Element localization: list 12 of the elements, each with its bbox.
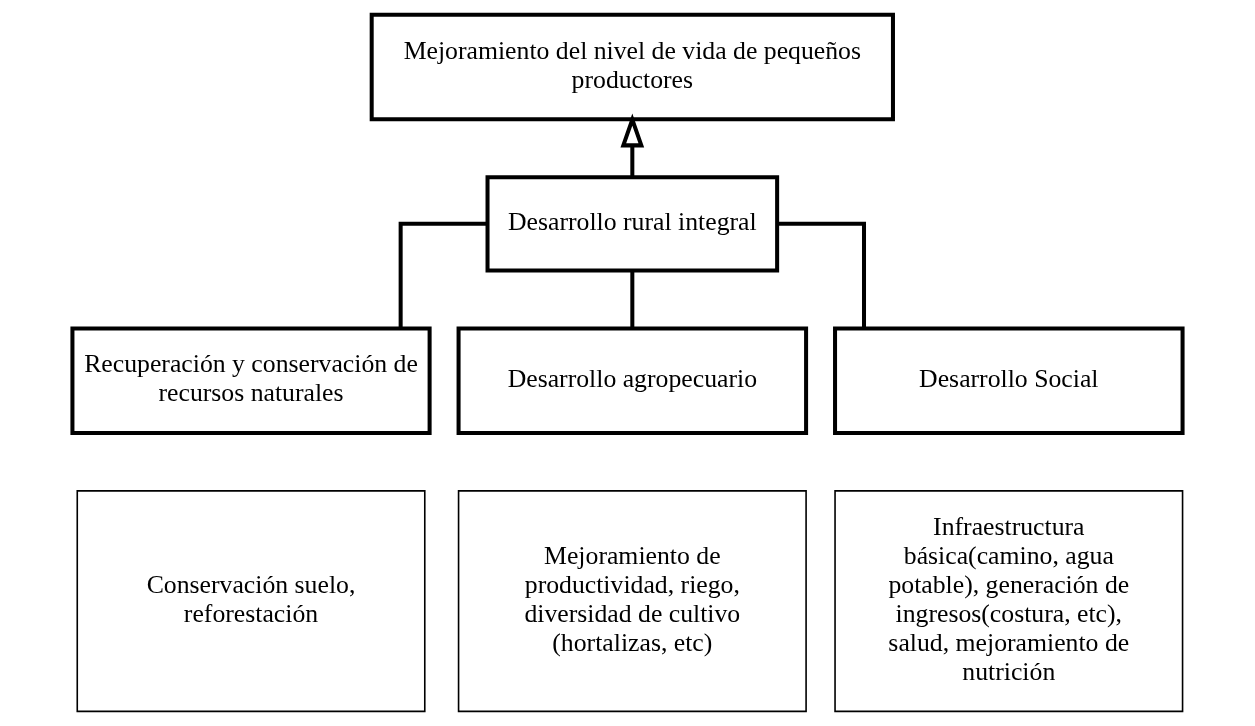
node-box: Desarrollo Social: [833, 326, 1185, 435]
arrow: [620, 113, 645, 177]
node-box: Desarrollo rural integral: [485, 175, 780, 273]
connector: [630, 270, 635, 329]
node-box: Mejoramiento de productividad, riego, diversidad de cultivo (hortalizas, etc): [457, 490, 807, 713]
node-box: Conservación suelo, reforestación: [76, 490, 426, 713]
node-box: Desarrollo agropecuario: [456, 326, 809, 435]
connector: [398, 221, 487, 328]
connector: [777, 221, 866, 328]
node-box: Mejoramiento del nivel de vida de pequeños productores: [369, 12, 895, 122]
node-box: Infraestructura básica(camino, agua potable), generación de ingresos(costura, etc), salud, mejoramiento de nutrición: [834, 490, 1184, 713]
node-box: Recuperación y conservación de recursos naturales: [70, 326, 432, 435]
